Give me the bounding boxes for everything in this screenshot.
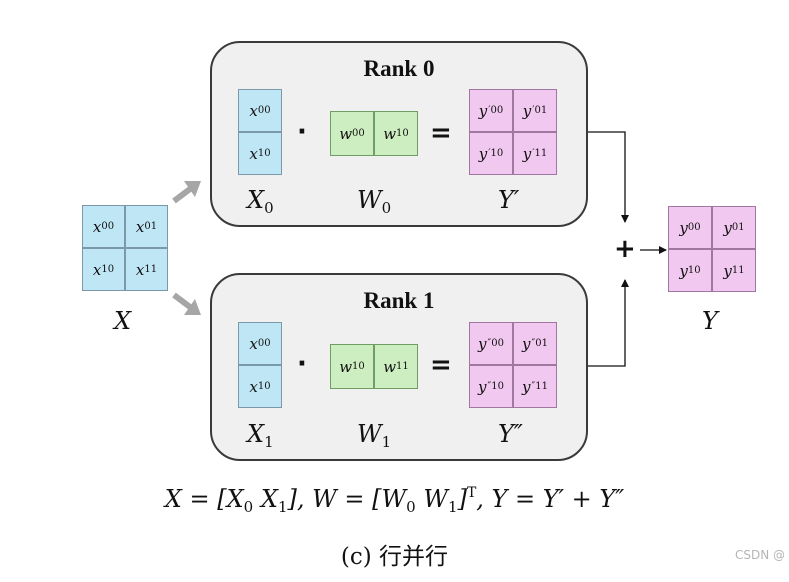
formula: X = [X0 X1], W = [W0 W1]T, Y = Y′ + Y″ bbox=[164, 485, 625, 516]
equals-operator-1: = bbox=[430, 350, 452, 380]
watermark: CSDN @ bbox=[734, 548, 785, 562]
arrow-to-rank-0-icon bbox=[172, 181, 201, 204]
matrix-cell: y′01 bbox=[513, 89, 557, 132]
arrow-to-rank-1-icon bbox=[172, 292, 201, 315]
matrix-cell: y′10 bbox=[469, 132, 513, 175]
rank-1-y-matrix: y″00 y″01 y″10 y″11 bbox=[469, 322, 557, 408]
rank-0-title: Rank 0 bbox=[363, 56, 435, 81]
output-y-label: Y bbox=[702, 307, 718, 335]
dot-operator-0: · bbox=[297, 117, 307, 147]
matrix-cell: y″10 bbox=[469, 365, 513, 408]
equals-operator-0: = bbox=[430, 118, 452, 148]
rank-1-x-label: X1 bbox=[247, 420, 274, 451]
matrix-cell: y′00 bbox=[469, 89, 513, 132]
rank-0-to-plus-arrow bbox=[588, 131, 629, 223]
input-x-label: X bbox=[114, 307, 132, 335]
matrix-cell: y″00 bbox=[469, 322, 513, 365]
rank-1-to-plus-arrow bbox=[588, 279, 629, 367]
figure-caption: (c) 行并行 bbox=[340, 544, 449, 570]
rank-0-y-label: Y′ bbox=[498, 186, 520, 214]
rank-0-w-label: W0 bbox=[357, 186, 392, 217]
rank-1-y-label: Y″ bbox=[498, 420, 523, 448]
rank-1-title: Rank 1 bbox=[363, 288, 435, 313]
matrix-cell: y′11 bbox=[513, 132, 557, 175]
plus-operator: + bbox=[614, 234, 636, 264]
matrix-cell: y″11 bbox=[513, 365, 557, 408]
rank-0-x-label: X0 bbox=[247, 186, 274, 217]
dot-operator-1: · bbox=[297, 349, 307, 379]
rank-1-w-label: W1 bbox=[357, 420, 392, 451]
matrix-cell: y″01 bbox=[513, 322, 557, 365]
rank-0-y-matrix: y′00 y′01 y′10 y′11 bbox=[469, 89, 557, 175]
